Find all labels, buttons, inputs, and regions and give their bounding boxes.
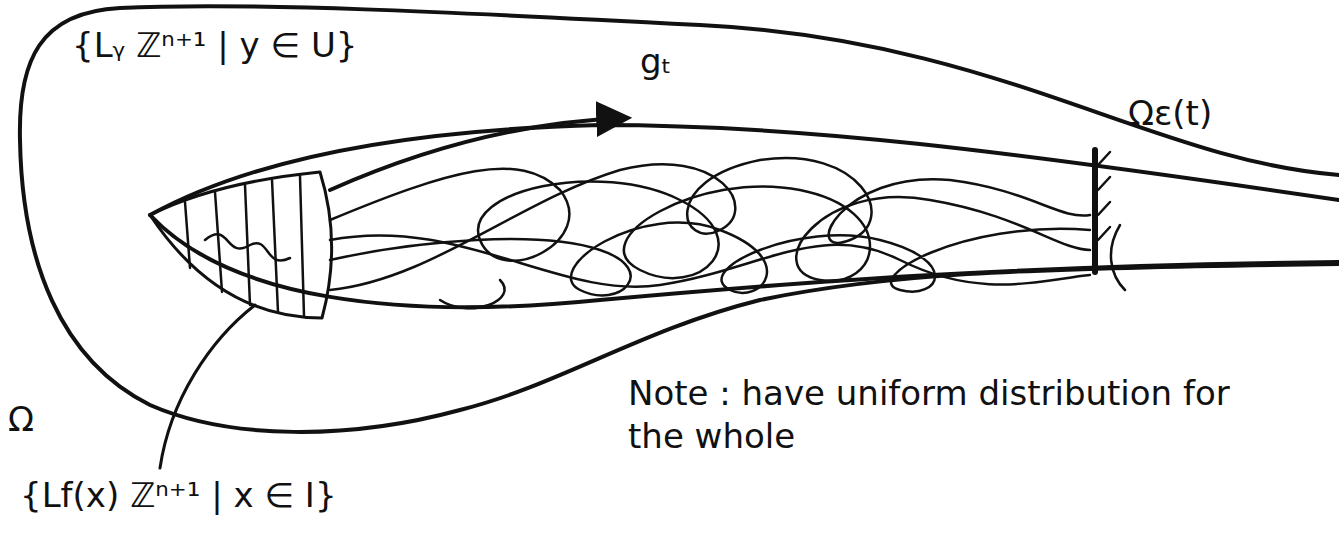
hatching [185,176,304,316]
set-label: {Lᵧ ℤⁿ⁺¹ | y ∈ U} [72,24,357,67]
section-hatching [1098,152,1110,240]
initial-set [150,172,332,318]
epsilon-section [1092,150,1098,272]
region-label: Ω [8,398,34,441]
note-text: Note : have uniform distribution for the… [628,372,1248,457]
scribble-trajectories [330,158,1125,308]
flow-label: gₜ [640,40,672,83]
flow-arrow [330,118,625,190]
leader-line [160,305,255,468]
section-label: Ωε(t) [1128,92,1212,135]
domain-outline [20,6,1339,432]
set-label: {Lf(x) ℤⁿ⁺¹ | x ∈ I} [20,474,337,517]
